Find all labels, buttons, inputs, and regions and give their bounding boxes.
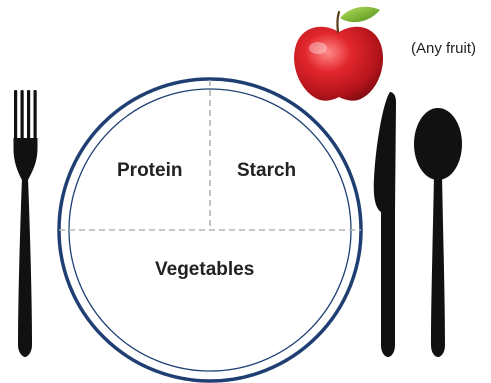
vegetables-label: Vegetables bbox=[155, 260, 254, 279]
fork-icon bbox=[14, 90, 38, 357]
starch-label: Starch bbox=[237, 161, 296, 180]
apple-icon bbox=[294, 7, 383, 101]
knife-icon bbox=[374, 92, 396, 357]
spoon-icon bbox=[414, 108, 462, 357]
plate bbox=[59, 79, 361, 381]
protein-label: Protein bbox=[117, 161, 182, 180]
any-fruit-note: (Any fruit) bbox=[411, 40, 476, 57]
